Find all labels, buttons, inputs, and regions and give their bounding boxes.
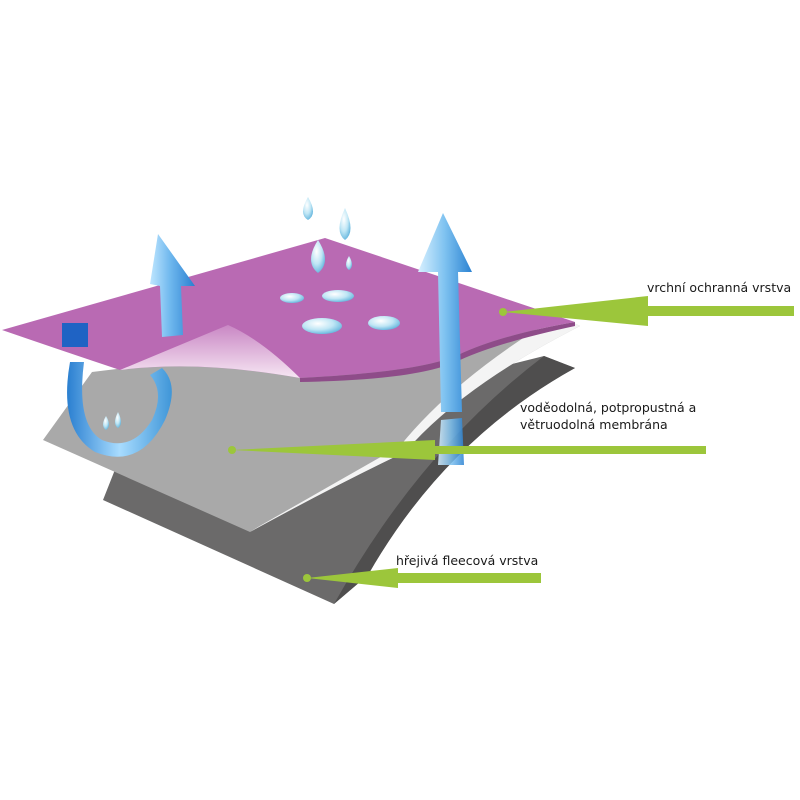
pointer-arrow-icon <box>228 440 706 460</box>
outer-layer-shadow <box>300 322 575 382</box>
water-drop-icon <box>280 290 400 334</box>
water-drop-icon <box>303 197 352 273</box>
circulation-arrow-icon <box>67 362 172 457</box>
outer-layer-fold <box>120 325 300 378</box>
water-drop-icon <box>103 412 121 430</box>
fleece-layer-label: hřejivá fleecová vrstva <box>396 553 539 568</box>
pointer-arrow-icon <box>303 568 541 588</box>
membrane-layer-edge <box>250 316 580 532</box>
vapor-arrow-icon <box>150 234 195 337</box>
membrane-layer-label-line1: voděodolná, potpropustná a <box>520 400 697 415</box>
pointer-arrow-icon <box>499 296 794 326</box>
outer-layer <box>2 238 575 378</box>
outer-layer-label: vrchní ochranná vrstva <box>647 280 792 295</box>
membrane-layer-label-line2: větruodolná membrána <box>520 417 668 432</box>
cold-square-icon <box>62 323 88 347</box>
